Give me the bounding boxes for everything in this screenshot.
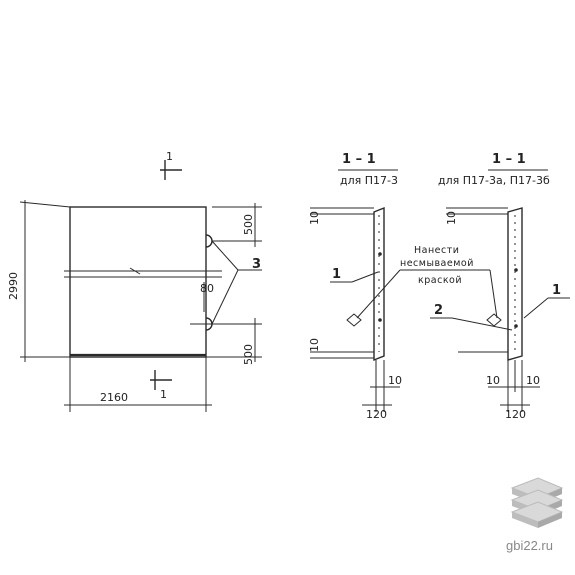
section-b-slab [507, 207, 523, 361]
section-b-width-dim: 120 [505, 408, 526, 421]
callout-3-leader-upper [211, 240, 239, 271]
watermark: gbi22.ru [506, 477, 564, 553]
joint-tick [129, 267, 141, 275]
section-b-callout-2-leader [451, 317, 513, 331]
section-mark-bottom-label: 1 [160, 388, 167, 401]
note-leader-left [356, 269, 401, 319]
insert-upper [205, 234, 213, 248]
watermark-site: gbi22.ru [506, 538, 553, 553]
note-leader-right [489, 269, 498, 319]
top-insert-dim-label: 500 [242, 214, 255, 235]
section-b-insert-dot-lower [514, 324, 518, 328]
section-a-top-dim: 10 [308, 211, 321, 225]
note-line-1: Нанести [414, 245, 459, 256]
section-a-callout-leader [351, 271, 379, 283]
section-b-title: 1 – 1 [492, 152, 526, 167]
section-b-callout-1-leader [523, 297, 549, 319]
section-b-right-dim: 10 [526, 374, 540, 387]
note-line-3: краской [418, 275, 462, 286]
callout-3-label: 3 [252, 257, 261, 272]
width-dim-label: 2160 [100, 391, 128, 404]
section-a-marker-diamond [346, 313, 362, 327]
marking-note: Нанести несмываемой краской [356, 245, 498, 319]
stacked-slabs-icon [510, 477, 564, 528]
section-b-caption: для П17-3а, П17-3б [438, 174, 550, 187]
section-b: 1 – 1 для П17-3а, П17-3б 10 2 1 10 10 12 [430, 152, 570, 421]
section-b-callout-1: 1 [552, 283, 561, 298]
section-b-top-dim: 10 [445, 211, 458, 225]
section-a-insert-dot-upper [378, 252, 382, 256]
section-mark-top-label: 1 [166, 150, 173, 163]
note-line-2: несмываемой [400, 258, 474, 269]
section-b-insert-dot-upper [514, 268, 518, 272]
section-b-callout-2: 2 [434, 303, 443, 318]
section-a-caption: для П17-3 [340, 174, 398, 187]
section-a-slab [373, 206, 385, 362]
section-b-left-dim: 10 [486, 374, 500, 387]
bottom-insert-dim-label: 500 [242, 344, 255, 365]
slab-outline [69, 206, 207, 358]
height-ext-top [19, 201, 71, 208]
section-a-insert-dot-lower [378, 318, 382, 322]
section-a-title: 1 – 1 [342, 152, 376, 167]
plan-view: 1 2990 2160 1 500 500 [7, 150, 262, 412]
section-a-plate-dim: 10 [388, 374, 402, 387]
height-dim-label: 2990 [7, 272, 20, 300]
section-b-marker-diamond [486, 313, 502, 327]
section-a-bottom-dim: 10 [308, 338, 321, 352]
section-a-callout: 1 [332, 267, 341, 282]
gap-dim-label: 80 [200, 282, 214, 295]
section-a: 1 – 1 для П17-3 10 10 1 10 120 [308, 152, 402, 421]
section-a-width-dim: 120 [366, 408, 387, 421]
callout-3-leader-lower [211, 269, 239, 325]
